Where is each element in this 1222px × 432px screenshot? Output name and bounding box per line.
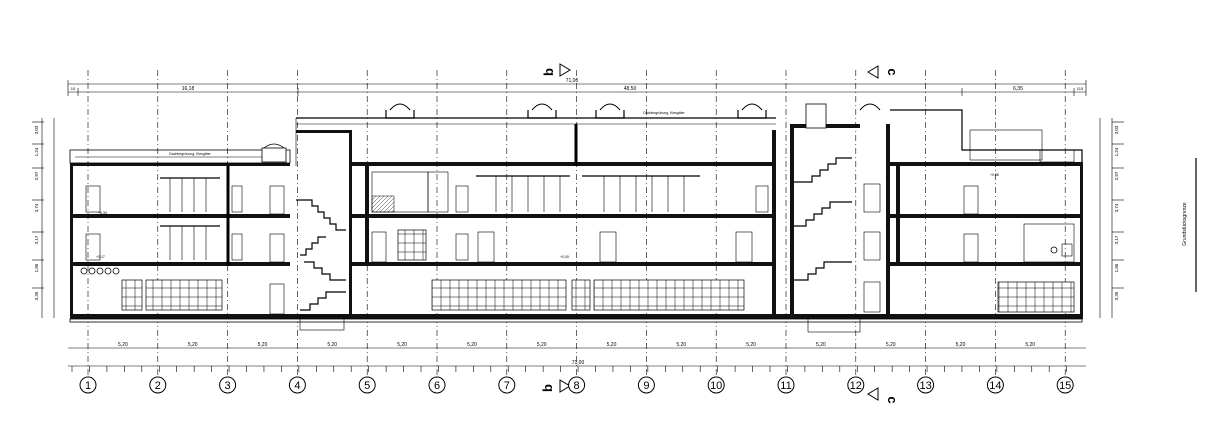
bay-dim-8: 5,20 xyxy=(607,342,617,348)
axis-bubble-6: 6 xyxy=(428,376,446,394)
left-heights-5: 3,17 xyxy=(34,235,39,244)
bay-dim-5: 5,20 xyxy=(397,342,407,348)
svg-text:c: c xyxy=(885,396,900,403)
axis-label-6: 6 xyxy=(434,380,440,392)
level-mark-4: +9,88 xyxy=(990,173,999,177)
svg-text:c: c xyxy=(885,68,900,75)
property-boundary: Grundstücksgrenze xyxy=(1182,158,1197,292)
right-heights-3: 2,97 xyxy=(1114,171,1119,180)
bay-dim-14: 5,20 xyxy=(1025,342,1035,348)
top-dim-small-left: 10 xyxy=(71,86,76,91)
axis-label-5: 5 xyxy=(364,380,370,392)
bay-dim-1: 5,20 xyxy=(118,342,128,348)
axis-bubble-15: 15 xyxy=(1056,376,1074,394)
building-section: Dachbegrünung, Kiesgitter xyxy=(69,103,1083,333)
left-heights-1: 3,03 xyxy=(34,125,39,134)
axis-label-13: 13 xyxy=(919,380,931,392)
axis-bubble-2: 2 xyxy=(149,376,167,394)
axis-bubble-12: 12 xyxy=(847,376,865,394)
left-circles xyxy=(80,267,120,275)
top-overall-dim: 71,00 xyxy=(566,78,579,84)
svg-text:b: b xyxy=(540,384,555,392)
axis-bubble-9: 9 xyxy=(637,376,655,394)
left-heights-6: 1,86 xyxy=(34,263,39,272)
axis-bubble-10: 10 xyxy=(707,376,725,394)
top-dim-seg-1: 16,18 xyxy=(182,86,195,92)
right-heights-2: 1,24 xyxy=(1114,147,1119,156)
left-heights-2: 1,24 xyxy=(34,147,39,156)
bay-dim-3: 5,20 xyxy=(258,342,268,348)
top-dimension-chain: 71,00 16,18 48,50 6,35 10 115 xyxy=(67,78,1087,96)
bay-dim-7: 5,20 xyxy=(537,342,547,348)
roof-label-left: Dachbegrünung, Kiesgitter xyxy=(169,152,211,156)
bay-dim-6: 5,20 xyxy=(467,342,477,348)
axis-bubble-3: 3 xyxy=(219,376,237,394)
axis-bubble-5: 5 xyxy=(358,376,376,394)
axis-label-10: 10 xyxy=(710,380,722,392)
right-heights-4: 3,74 xyxy=(1114,203,1119,212)
stair-core-right xyxy=(790,103,890,333)
roof-label-right: Dachbegrünung, Kiesgitter xyxy=(643,111,685,115)
left-block: Dachbegrünung, Kiesgitter xyxy=(69,149,291,319)
foundation-slab xyxy=(70,314,1082,319)
axis-label-8: 8 xyxy=(574,380,580,392)
bay-dim-9: 5,20 xyxy=(676,342,686,348)
axis-label-1: 1 xyxy=(85,380,91,392)
bay-dim-13: 5,20 xyxy=(956,342,966,348)
section-marker-b-bottom: b xyxy=(540,379,571,393)
right-heights-5: 3,17 xyxy=(1114,235,1119,244)
left-heights-4: 3,74 xyxy=(34,203,39,212)
axis-bubble-11: 11 xyxy=(777,376,795,394)
left-heights-7: 3,35 xyxy=(34,291,39,300)
level-mark-3: +0,00 xyxy=(560,255,569,259)
side-label: Grundstücksgrenze xyxy=(1182,202,1188,246)
top-dim-seg-2: 48,50 xyxy=(624,86,637,92)
axis-label-12: 12 xyxy=(850,380,862,392)
bay-dim-10: 5,20 xyxy=(746,342,756,348)
section-marker-c-bottom: c xyxy=(867,387,900,404)
axis-bubble-8: 8 xyxy=(568,376,586,394)
axis-label-9: 9 xyxy=(643,380,649,392)
right-height-chain: 3,03 1,24 2,97 3,74 3,17 1,86 3,35 xyxy=(1099,118,1124,318)
stair-core-left xyxy=(261,130,352,331)
bottom-overall-dim: 71,00 xyxy=(572,360,585,366)
right-heights-6: 1,86 xyxy=(1114,263,1119,272)
axis-bubble-7: 7 xyxy=(498,376,516,394)
section-marker-c-top: c xyxy=(867,65,900,79)
right-block xyxy=(890,109,1083,319)
top-dim-small-right: 115 xyxy=(1077,86,1084,91)
bottom-dimension-chain: 71,00 5,20 5,20 5,20 5,20 5,20 5,20 5,20 5,20 5,… xyxy=(68,342,1086,372)
section-marker-b-top: b xyxy=(541,63,571,77)
axis-bubble-13: 13 xyxy=(917,376,935,394)
right-heights-7: 3,35 xyxy=(1114,291,1119,300)
axis-label-11: 11 xyxy=(780,380,791,392)
left-height-chain: 3,03 1,24 2,97 3,74 3,17 1,86 3,35 xyxy=(32,118,55,318)
axis-label-3: 3 xyxy=(225,380,231,392)
left-heights-3: 2,97 xyxy=(34,171,39,180)
axis-label-15: 15 xyxy=(1059,380,1071,392)
main-block: Dachbegrünung, Kiesgitter xyxy=(295,103,881,314)
svg-text:b: b xyxy=(541,68,556,76)
bay-dim-11: 5,20 xyxy=(816,342,826,348)
bay-dim-12: 5,20 xyxy=(886,342,896,348)
axis-label-14: 14 xyxy=(989,380,1001,392)
grid-axis-lines xyxy=(87,70,1066,376)
bottom-ticks xyxy=(71,366,1067,372)
axis-label-2: 2 xyxy=(155,380,161,392)
axis-bubble-14: 14 xyxy=(986,376,1004,394)
right-heights-1: 3,03 xyxy=(1114,125,1119,134)
bay-dim-2: 5,20 xyxy=(188,342,198,348)
skylights xyxy=(385,103,881,119)
axis-bubble-4: 4 xyxy=(288,376,306,394)
level-mark-1: +6,34 xyxy=(98,211,107,215)
bay-dim-4: 5,20 xyxy=(327,342,337,348)
axis-bubble-1: 1 xyxy=(79,376,97,394)
axis-label-7: 7 xyxy=(504,380,510,392)
level-mark-2: +3,17 xyxy=(96,255,105,259)
top-dim-seg-3: 6,35 xyxy=(1013,86,1023,92)
axis-label-4: 4 xyxy=(294,380,300,392)
